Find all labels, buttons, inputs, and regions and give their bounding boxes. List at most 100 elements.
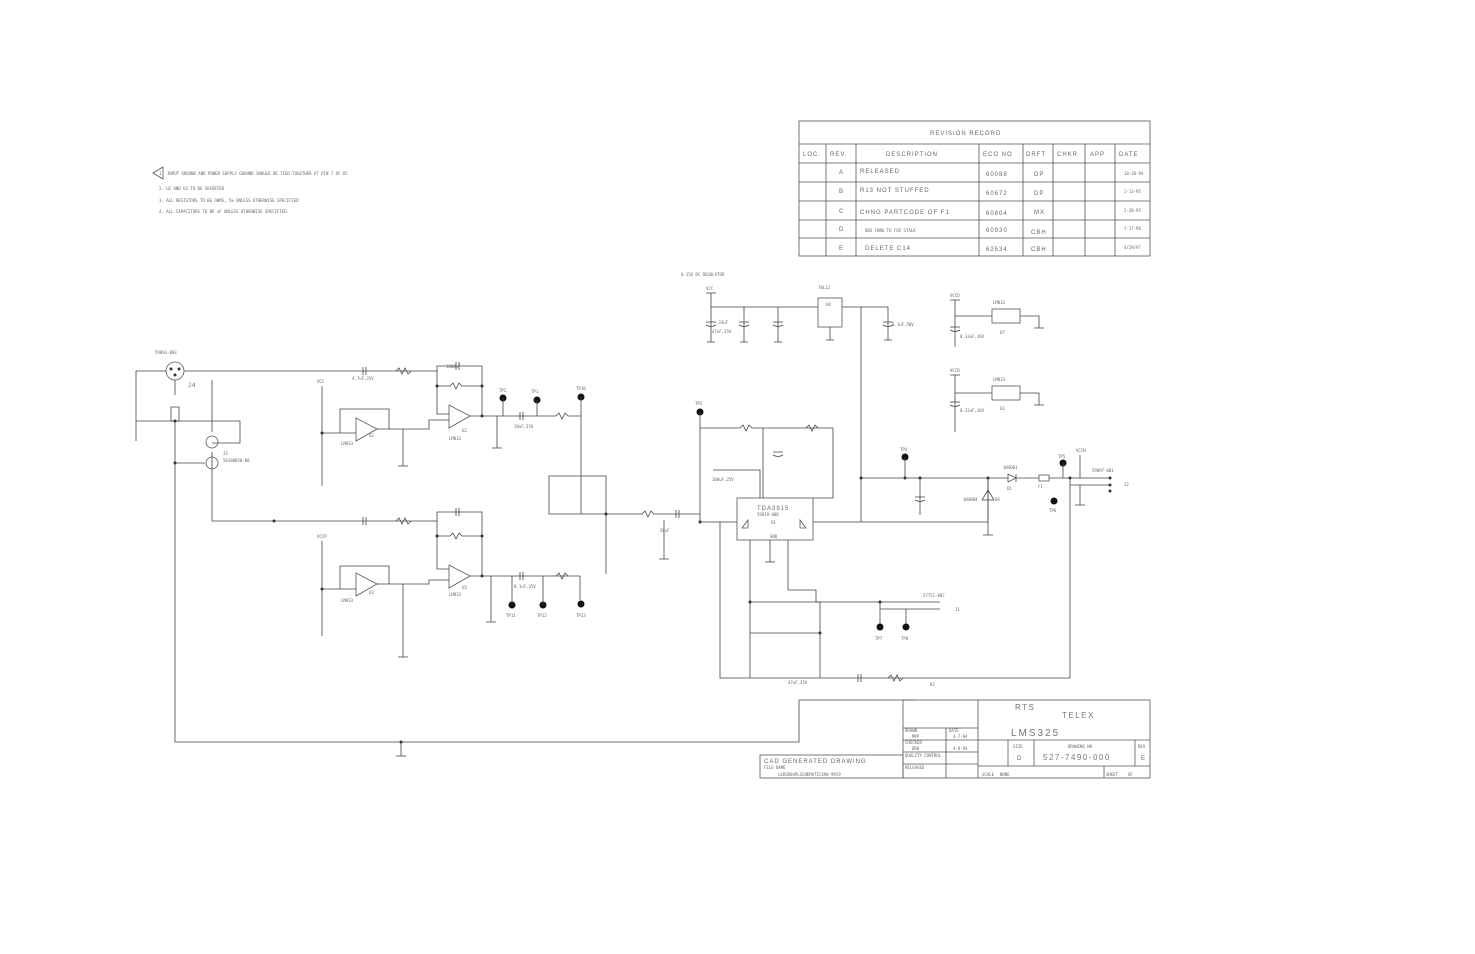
rev-row-drft: CBH (1031, 247, 1047, 253)
tp-b: TP1 (531, 389, 539, 394)
j3-part: 58180058-00 (223, 458, 250, 463)
vccd-label: VCCD (950, 293, 960, 298)
rev-row-date: 7-17-96 (1124, 226, 1141, 231)
lm833-b: LM833 (341, 441, 354, 446)
u1-part: TDA3915 (757, 506, 789, 512)
rev-row-eco: 60672 (986, 191, 1008, 197)
c-value-n: 47uF,35V (788, 680, 808, 685)
c-value-a: .33uF (716, 320, 729, 325)
j2-label: J2 (1124, 482, 1129, 487)
rev-row-description: RELEASED (860, 169, 900, 175)
scale-label: SCALE (982, 772, 995, 777)
rev-row-rev: A (839, 170, 844, 176)
note-2: 2. U2 AND U3 TO BE SOCKETED (159, 186, 225, 191)
c-value-j: 0.1uF,35V (514, 584, 536, 589)
scale-value: NONE (1000, 772, 1010, 777)
rev-label: REV (1138, 744, 1146, 749)
j4-label: J4 (188, 383, 196, 389)
tp-f: TP4 (900, 447, 908, 452)
rev-row-rev: E (839, 246, 844, 252)
rev-row-eco: 60804 (986, 211, 1008, 217)
rev-row-date: 2-28-95 (1124, 208, 1141, 213)
junctions (173, 384, 1072, 744)
note-3: 3. ALL RESISTORS TO BE OHMS, 5% UNLESS O… (159, 198, 299, 203)
c-value-k: 56uF (660, 528, 670, 533)
file-name-label: FILE NAME (764, 765, 786, 770)
j2-part: 59097-001 (1092, 468, 1114, 473)
u7-power-block: VCCD LM833 U7 0.33uF,16V (949, 293, 1044, 347)
u4-label: U4 (826, 302, 831, 307)
j1-part: 57751-007 (923, 593, 945, 598)
rev-row-drft: CBH (1031, 230, 1047, 236)
u1-code: 59819-000 (757, 512, 779, 517)
rev-row-drft: MX (1034, 210, 1045, 216)
sheet-label: SHEET (1106, 772, 1119, 777)
channel-a: 4.7uF,25V 1000pF U2 LM833 TP2 10uF,35V T… (317, 362, 586, 486)
u2-left-label: U2 (369, 433, 374, 438)
c-value-l: 100uF,25V (712, 477, 734, 482)
released-label: RELEASED (905, 765, 925, 770)
u3-label: U3 (462, 585, 467, 590)
company-sub: TELEX (1062, 711, 1095, 720)
note-4: 4. ALL CAPACITORS TO BE uF UNLESS OTHERW… (159, 209, 289, 214)
tp-g: TP5 (1058, 454, 1066, 459)
note-flag-number: 1 (159, 171, 162, 176)
c-value-c: 1000pF (446, 364, 461, 369)
rev-row-rev: C (839, 209, 844, 215)
quality-label: QUALITY CONTROL (905, 753, 942, 758)
rev-row-description: CHNG PARTCODE OF F1 (860, 210, 950, 216)
tp-i: TP7 (875, 636, 883, 641)
channel-b: U3 LM833 0.1uF,35V TP11 TP12 TP13 U3 LM8… (274, 508, 586, 658)
drawing-no: 527-7490-000 (1043, 753, 1111, 762)
revision-record: REVISION RECORD LOC. REV. DESCRIPTION EC… (798, 120, 1151, 257)
rev-header-eco: ECO NO (983, 152, 1013, 158)
lm833-c: LM833 (449, 592, 462, 597)
lm833-a: LM833 (449, 436, 462, 441)
rev-header-rev: REV. (830, 152, 847, 158)
d6-part: 1N4004 (963, 497, 978, 502)
u1-section: TDA3915 59819-000 U1 GND TP3 100uF,25V 4… (695, 401, 1008, 685)
u3b-part: LM833 (993, 377, 1006, 382)
size-value: D (1017, 756, 1022, 762)
c-value-b2: 4.7uF,25V (352, 376, 374, 381)
j1-label: J1 (955, 607, 960, 612)
rev-row-description: DBX CHNG TO FOX STALK (865, 228, 916, 233)
tp-e: TP3 (695, 401, 703, 406)
size-label: SIZE (1013, 744, 1023, 749)
rev-row-drft: DP (1034, 172, 1044, 178)
u3b-label: U3 (1000, 406, 1005, 411)
d1-label: D1 (1007, 486, 1012, 491)
rev-row-date: 1-13-95 (1124, 189, 1141, 194)
rev-row-date: 10-20-94 (1124, 171, 1144, 176)
mixer-section: 56uF (548, 475, 700, 574)
cad-note: CAD GENERATED DRAWING (764, 759, 867, 765)
vcc-label: VCC (706, 286, 714, 291)
d1-part: 1N4001 (1003, 465, 1018, 470)
input-connector-j4: 59093-003 J4 (135, 350, 916, 757)
rev-row-date: 4/29/97 (1124, 245, 1141, 250)
rev-row-eco: 60088 (986, 172, 1008, 178)
rev-header-loc: LOC. (803, 152, 821, 158)
rev-row-drft: DP (1034, 191, 1044, 197)
drawn-label: DRAWN (905, 728, 918, 733)
revision-record-title: REVISION RECORD (930, 131, 1001, 137)
rev-header-chkr: CHKR (1057, 152, 1078, 158)
notes-block: 1 INPUT GROUND AND POWER SUPPLY GROUND S… (152, 166, 348, 214)
tp-d: TP10 (576, 386, 586, 391)
rev-row-description: R13 NOT STUFFED (860, 188, 930, 194)
tp-k: TP11 (506, 613, 516, 618)
rev-row-rev: B (839, 189, 844, 195)
regulator-note: 8-15V DC REGULATOR (681, 272, 725, 277)
u7-part: LM833 (993, 300, 1006, 305)
u3-left-label: U3 (369, 590, 374, 595)
u4-part: 78L12 (818, 285, 831, 290)
u1-label: U1 (771, 520, 776, 525)
file-name: LEDSROUPLSCHEMATIC490-9919 (778, 772, 841, 777)
company-name: RTS (1015, 703, 1035, 712)
c-value-e: 0.1uF,50V (892, 322, 914, 327)
sheet-value: OF (1128, 772, 1133, 777)
tp-m: TP13 (576, 613, 586, 618)
lm833-d: LM833 (341, 598, 354, 603)
u1-gnd: GND (770, 534, 778, 539)
